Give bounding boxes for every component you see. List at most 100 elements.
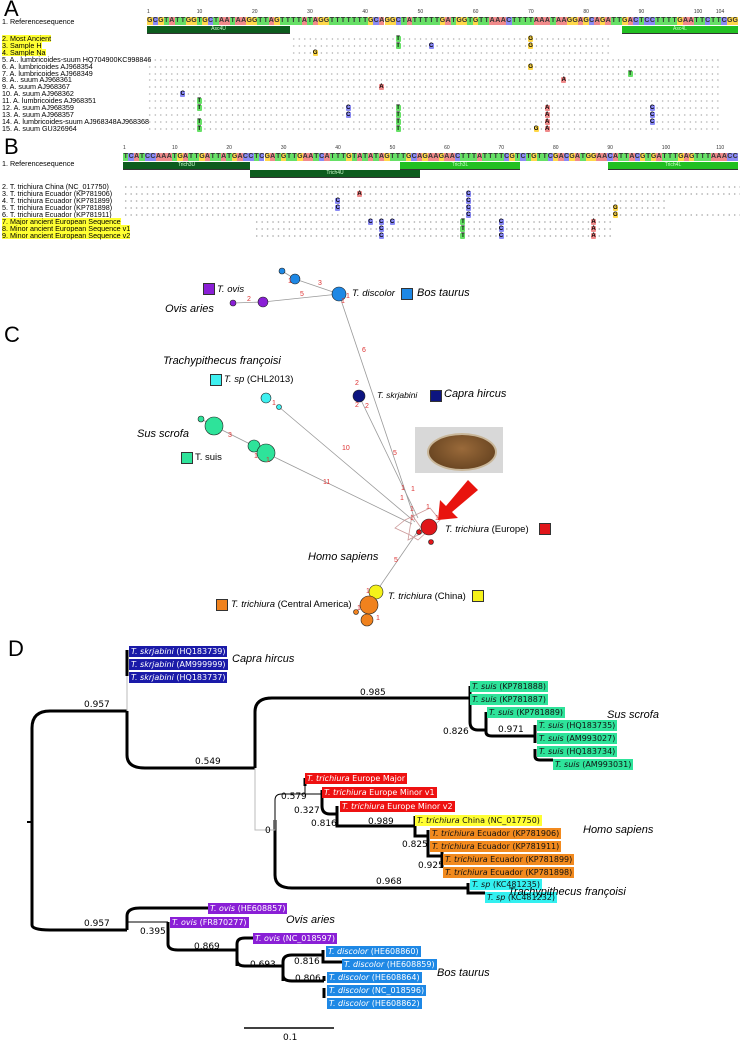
reference-base: T xyxy=(229,17,236,25)
variant-base: T xyxy=(460,226,466,232)
leaf-label-suis: T. suis (AM993031) xyxy=(553,759,634,770)
leaf-accession: (HQ183735) xyxy=(563,721,616,730)
mutation-count: 1 xyxy=(266,457,270,464)
reference-base: A xyxy=(133,153,140,161)
leaf-species: T. discolor xyxy=(328,947,369,956)
sequence-label: 8. A.. suum AJ968361 xyxy=(2,75,72,85)
leaf-accession: (KC481235) xyxy=(490,880,540,889)
reference-base: T xyxy=(362,17,368,25)
leaf-accession: Europe Minor v1 xyxy=(366,788,435,797)
variant-base: C xyxy=(389,219,395,225)
label-china-species: T. trichiura xyxy=(388,591,432,602)
reference-base: G xyxy=(599,17,606,25)
leaf-accession: (FR870277) xyxy=(197,918,247,927)
reference-base: T xyxy=(291,153,298,161)
leaf-accession: Ecuador (KP781898) xyxy=(487,868,573,877)
sequence-dots xyxy=(147,125,722,132)
mutation-count: 2 xyxy=(355,402,359,409)
reference-base: T xyxy=(666,17,672,25)
reference-base: T xyxy=(340,153,347,161)
reference-base: A xyxy=(406,17,413,25)
leaf-accession: (HQ183737) xyxy=(173,673,226,682)
reference-base: G xyxy=(422,153,428,161)
leaf-accession: (HE608857) xyxy=(235,904,286,913)
reference-base: T xyxy=(465,153,472,161)
reference-base: T xyxy=(705,153,711,161)
reference-base: A xyxy=(235,17,241,25)
reference-base: A xyxy=(476,153,483,161)
reference-base: T xyxy=(329,17,335,25)
panel-b-letter: B xyxy=(4,134,19,159)
reference-base: C xyxy=(644,17,650,25)
leaf-label-europe: T. trichiura Europe Minor v2 xyxy=(340,801,455,812)
reference-base: T xyxy=(667,153,673,161)
sequence-dots xyxy=(147,111,722,118)
leaf-label-china: T. trichiura China (NC_017750) xyxy=(415,815,542,826)
sequence-dots xyxy=(147,105,722,111)
reference-base: G xyxy=(552,153,559,161)
reference-base: A xyxy=(357,153,363,161)
label-homo-host: Homo sapiens xyxy=(308,551,379,563)
reference-base: A xyxy=(169,17,175,25)
variant-base: G xyxy=(612,212,618,218)
tree-thin-branches xyxy=(126,676,323,930)
host-sus: Sus scrofa xyxy=(607,709,659,721)
node-skrjabini xyxy=(352,389,366,403)
node-europe xyxy=(420,518,438,536)
sequence-dots xyxy=(147,63,722,70)
reference-base: T xyxy=(329,153,336,161)
variant-base: C xyxy=(378,226,384,232)
reference-base: C xyxy=(373,17,379,25)
mutation-count: 3 xyxy=(318,280,322,287)
reference-base: T xyxy=(373,153,379,161)
reference-base: T xyxy=(334,17,341,25)
mutation-count: 1 xyxy=(426,504,430,511)
panel-c-letter: C xyxy=(4,322,20,347)
support-value: 0.985 xyxy=(360,688,386,698)
support-value: 0.549 xyxy=(195,757,221,767)
support-value: 0.925 xyxy=(418,861,444,871)
leaf-accession: (HE608860) xyxy=(368,947,419,956)
panel-d-letter: D xyxy=(8,636,24,661)
legend-square-suis xyxy=(181,452,193,464)
reference-base: A xyxy=(218,17,225,25)
reference-base: A xyxy=(378,17,385,25)
node-central-america xyxy=(353,609,359,615)
leaf-accession: (KP781887) xyxy=(496,695,547,704)
reference-base: C xyxy=(732,153,738,161)
variant-base: G xyxy=(312,49,318,56)
label-sp-id: (CHL2013) xyxy=(246,374,294,385)
sequence-dots xyxy=(123,212,740,218)
variant-base: T xyxy=(196,105,202,111)
sequence-label: 3. T. trichiura Ecuador (KP781906) xyxy=(2,189,113,198)
sequence-label: 2. T. trichiura China (NC_017750) xyxy=(2,182,109,191)
leaf-accession: Ecuador (KP781906) xyxy=(474,829,560,838)
variant-base: C xyxy=(367,219,373,225)
sequence-label: 9. A. suum AJ968367 xyxy=(2,82,70,92)
reference-base: T xyxy=(215,153,221,161)
reference-base: C xyxy=(150,153,156,161)
ruler-tick: 80 xyxy=(583,9,589,15)
reference-base: G xyxy=(406,153,412,161)
reference-base: C xyxy=(704,17,711,25)
reference-base: G xyxy=(274,17,280,25)
reference-base: C xyxy=(454,153,461,161)
label-suis-host: Sus scrofa xyxy=(137,428,189,440)
reference-base: T xyxy=(460,153,466,161)
reference-base: C xyxy=(242,153,249,161)
variant-base: A xyxy=(544,105,550,111)
reference-base: T xyxy=(362,153,368,161)
reference-base: G xyxy=(251,17,258,25)
reference-base: A xyxy=(182,153,189,161)
variant-base: C xyxy=(498,219,504,225)
ruler-tick: 110 xyxy=(716,145,725,151)
ruler-tick: 50 xyxy=(417,9,424,15)
reference-base: T xyxy=(313,153,319,161)
sequence-label: 11. A. lumbricoides AJ968351 xyxy=(2,96,97,106)
mutation-count: 6 xyxy=(362,347,366,354)
reference-base: G xyxy=(384,17,391,25)
host-capra: Capra hircus xyxy=(232,653,295,665)
host-trachy: Trachypithecus françoisi xyxy=(508,886,626,898)
reference-base: T xyxy=(528,17,534,25)
reference-base: G xyxy=(726,17,733,25)
